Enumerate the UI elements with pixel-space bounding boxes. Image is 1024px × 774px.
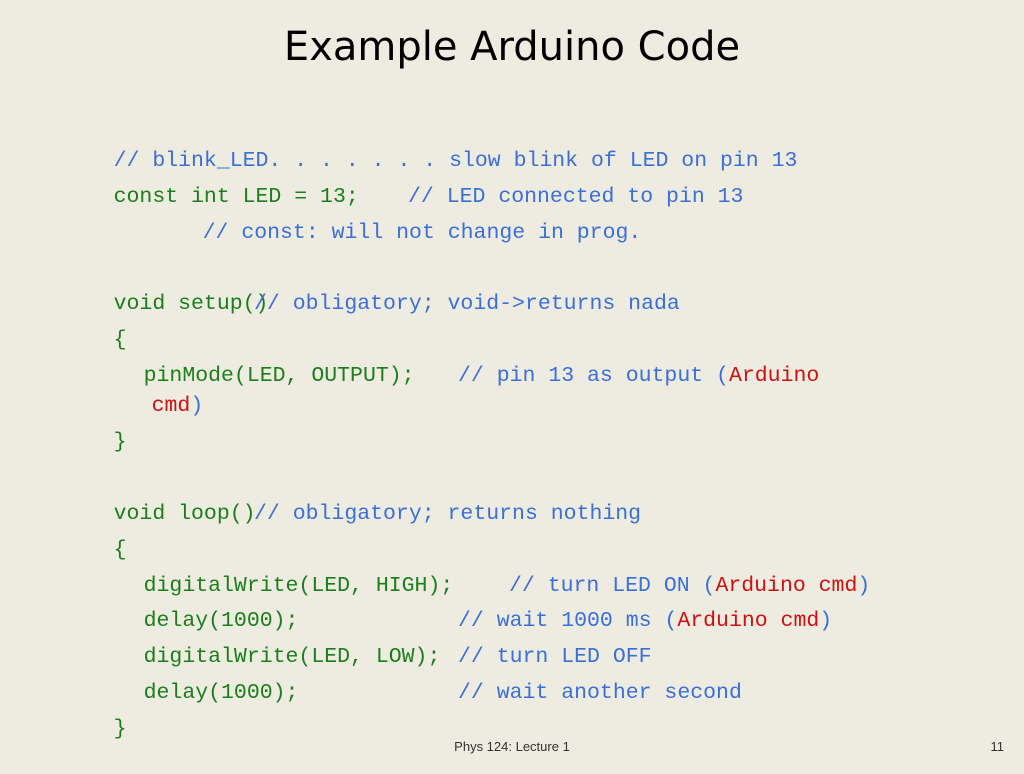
code-block: // blink_LED. . . . . . . slow blink of … <box>62 112 962 741</box>
code-comment: // turn LED ON ( <box>509 574 716 598</box>
page-number: 11 <box>990 739 1005 754</box>
code-line-7-wrap: cmd) <box>100 361 204 418</box>
code-comment: // wait 1000 ms ( <box>458 609 678 633</box>
code-text: pinMode(LED, OUTPUT); <box>143 364 415 388</box>
code-line-7: pinMode(LED, OUTPUT); // pin 13 as output… <box>92 331 820 388</box>
footer-lecture-label: Phys 124: Lecture 1 <box>454 739 570 754</box>
code-line-12: { <box>62 505 127 562</box>
code-text: const int LED = 13; <box>113 185 359 209</box>
arduino-cmd-label: Arduino cmd <box>677 609 820 633</box>
code-brace: { <box>113 538 127 562</box>
code-text: void setup() <box>113 292 269 316</box>
code-comment: // pin 13 as output ( <box>458 364 729 388</box>
code-text: delay(1000); <box>143 609 299 633</box>
arduino-cmd-label: Arduino cmd <box>715 574 858 598</box>
code-comment: ) <box>190 394 204 418</box>
code-line-1: // blink_LED. . . . . . . slow blink of … <box>62 116 798 173</box>
arduino-cmd-label: cmd <box>151 394 191 418</box>
code-line-9: } <box>62 397 127 454</box>
code-text: delay(1000); <box>143 681 299 705</box>
code-text: void loop() <box>113 502 256 526</box>
code-comment: // obligatory; returns nothing <box>254 502 642 526</box>
code-brace: } <box>113 717 127 741</box>
code-comment: ) <box>819 609 833 633</box>
code-comment: // blink_LED. . . . . . . slow blink of … <box>113 149 798 173</box>
code-line-14: delay(1000); // wait 1000 ms (Arduino cmd… <box>92 576 833 633</box>
code-line-6: { <box>62 295 127 352</box>
code-line-5: void setup()// obligatory; void->returns… <box>62 259 680 316</box>
code-comment: // wait another second <box>458 681 742 705</box>
code-line-17: } <box>62 684 127 741</box>
code-line-13: digitalWrite(LED, HIGH); // turn LED ON (… <box>92 541 871 598</box>
code-brace: } <box>113 430 127 454</box>
code-line-15: digitalWrite(LED, LOW); // turn LED OFF <box>92 612 652 669</box>
slide-title: Example Arduino Code <box>283 24 741 70</box>
code-text: digitalWrite(LED, LOW); <box>143 645 441 669</box>
code-line-3: // const: will not change in prog. <box>151 188 642 245</box>
code-comment: // LED connected to pin 13 <box>408 185 744 209</box>
code-line-2: const int LED = 13; // LED connected to p… <box>62 152 744 209</box>
code-comment: // turn LED OFF <box>458 645 652 669</box>
code-comment: ) <box>857 574 871 598</box>
arduino-cmd-label: Arduino <box>728 364 820 388</box>
code-line-11: void loop()// obligatory; returns nothin… <box>62 469 641 526</box>
code-text: digitalWrite(LED, HIGH); <box>143 574 454 598</box>
code-comment: // obligatory; void->returns nada <box>254 292 680 316</box>
code-comment: // const: will not change in prog. <box>202 221 642 245</box>
code-brace: { <box>113 328 127 352</box>
code-line-16: delay(1000); // wait another second <box>92 648 742 705</box>
